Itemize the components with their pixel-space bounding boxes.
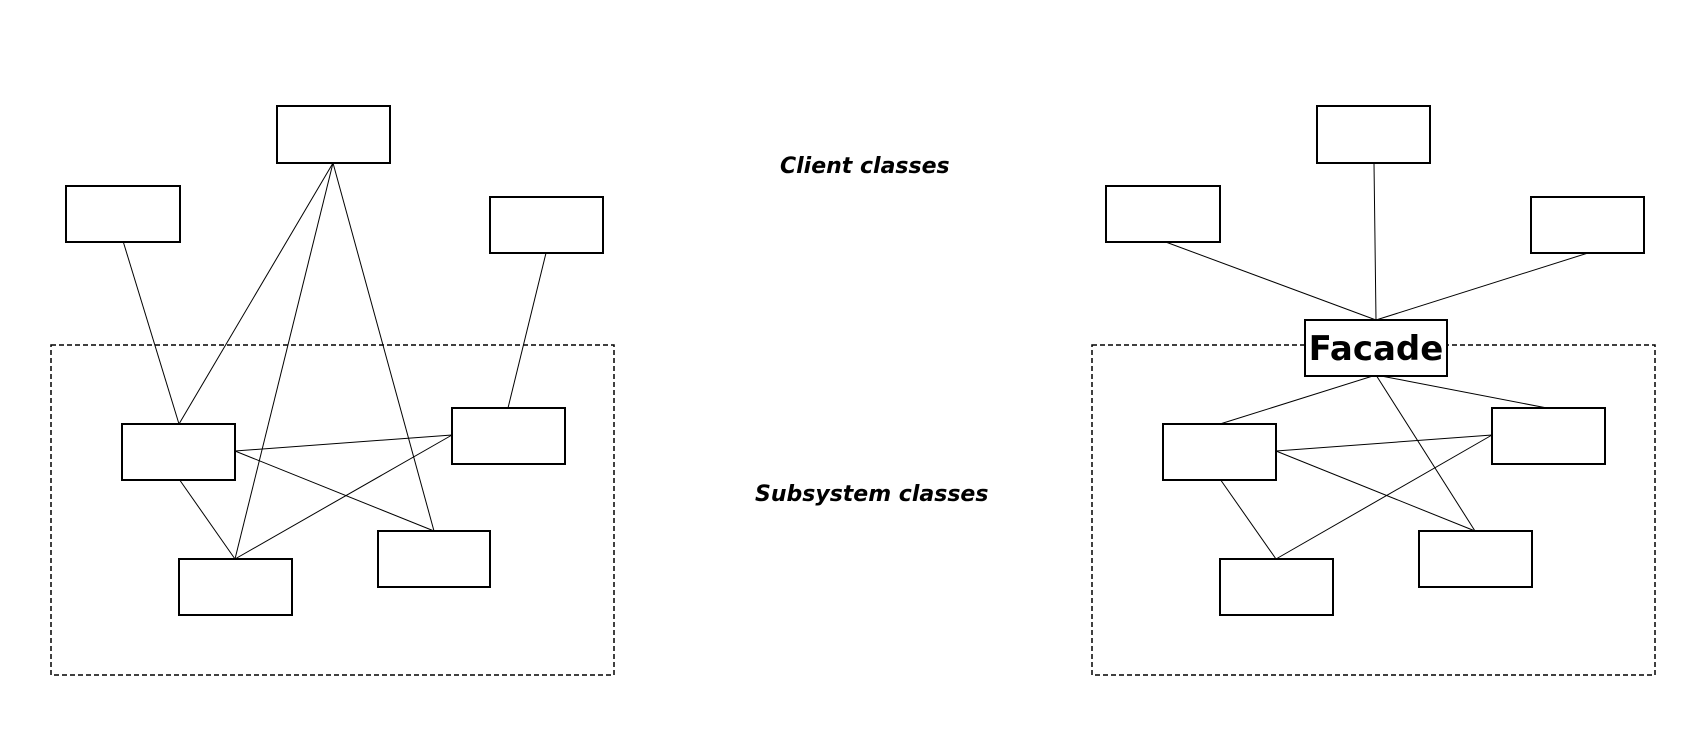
link: [1275, 434, 1493, 452]
subsystem-class-box: [451, 407, 566, 465]
left-diagram: [50, 105, 615, 676]
right-diagram: Facade: [1091, 105, 1656, 676]
client-class-box: [1316, 105, 1431, 164]
subsystem-class-box: [1162, 423, 1277, 481]
link: [122, 240, 180, 425]
link: [178, 478, 236, 560]
link: [1219, 374, 1377, 425]
subsystem-class-box: [1418, 530, 1533, 588]
client-class-box: [489, 196, 604, 254]
subsystem-class-box: [178, 558, 293, 616]
link: [1275, 434, 1493, 560]
subsystem-class-box: [377, 530, 491, 588]
subsystem-class-box: [121, 423, 236, 481]
link: [1219, 478, 1277, 560]
link: [1162, 240, 1377, 321]
right-subsystem-boundary: [1091, 344, 1656, 676]
link: [1275, 450, 1476, 532]
client-class-box: [65, 185, 181, 243]
subsystem-class-box: [1219, 558, 1334, 616]
client-class-box: [276, 105, 391, 164]
link: [234, 162, 334, 560]
subsystem-classes-caption: Subsystem classes: [755, 482, 988, 507]
facade-label: Facade: [1309, 329, 1444, 369]
link: [332, 162, 435, 532]
link: [1375, 374, 1476, 532]
subsystem-class-box: [1491, 407, 1606, 465]
link: [178, 162, 334, 425]
link: [1375, 374, 1548, 409]
link: [234, 434, 453, 560]
link: [234, 450, 435, 532]
client-classes-caption: Client classes: [780, 154, 950, 179]
link: [507, 252, 547, 409]
facade-box: [1304, 319, 1448, 377]
link: [1373, 162, 1377, 321]
left-subsystem-boundary: [50, 344, 615, 676]
client-class-box: [1530, 196, 1645, 254]
link: [234, 434, 453, 452]
client-class-box: [1105, 185, 1221, 243]
link: [1375, 252, 1589, 321]
